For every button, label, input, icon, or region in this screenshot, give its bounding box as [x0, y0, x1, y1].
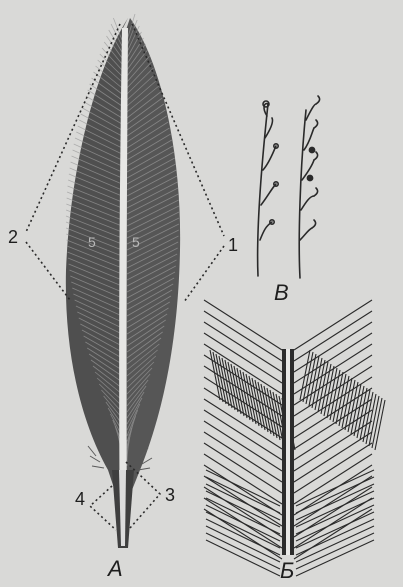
- panel-b-rachis-center: [286, 349, 290, 555]
- panel-b-barbule: [258, 382, 268, 432]
- callout-5-left: 5: [88, 235, 96, 249]
- panel-b-barbule: [206, 540, 280, 576]
- panel-b-barb: [204, 454, 282, 504]
- panel-b-barbule: [255, 380, 265, 430]
- panel-v-barbules: [258, 96, 320, 278]
- panel-b-barbule: [267, 388, 277, 438]
- panel-b-barbule: [206, 526, 280, 562]
- panel-b-barb: [294, 388, 372, 438]
- panel-b-barb: [294, 355, 372, 405]
- panel-label-a: А: [108, 558, 123, 580]
- panel-label-v: В: [274, 282, 289, 304]
- panel-b-barbule: [296, 533, 374, 569]
- panel-b-barb: [294, 410, 372, 460]
- panel-b-barb: [204, 333, 282, 383]
- callout-4: 4: [75, 490, 85, 508]
- panel-b-barbule: [264, 386, 274, 436]
- panel-b-barbule: [270, 390, 280, 440]
- panel-b-barbule: [206, 505, 280, 541]
- dotted-lower-right: [184, 246, 224, 302]
- panel-b-barbule: [296, 470, 374, 506]
- panel-label-b: Б: [280, 560, 294, 582]
- panel-b-barbule: [261, 384, 271, 434]
- panel-b-barbule: [206, 491, 280, 527]
- feather-vane-left: [66, 18, 128, 500]
- panel-b-barbule: [296, 498, 374, 534]
- panel-b-barbule: [206, 519, 280, 555]
- panel-b-barbule: [296, 526, 374, 562]
- panel-b-barb: [294, 443, 372, 493]
- callout-1: 1: [228, 236, 238, 254]
- callout-5-right: 5: [132, 235, 140, 249]
- panel-b-barb: [294, 300, 372, 350]
- panel-b-barb: [294, 322, 372, 372]
- dotted-box-left: [90, 486, 116, 530]
- callout-3: 3: [165, 486, 175, 504]
- panel-b-barb: [204, 300, 282, 350]
- panel-b-barbule: [206, 498, 280, 534]
- barbule-right: [299, 96, 319, 278]
- panel-b-barb: [294, 333, 372, 383]
- panel-b-barb: [294, 311, 372, 361]
- panel-b-barb: [204, 443, 282, 493]
- barbule-left: [258, 101, 279, 276]
- panel-b-barb: [294, 421, 372, 471]
- panel-b-barbule: [249, 376, 259, 426]
- panel-b-barbule: [296, 540, 374, 576]
- dotted-lower-left: [26, 242, 70, 300]
- panel-b-barbule: [252, 378, 262, 428]
- panel-b-barb-detail: [204, 300, 385, 576]
- callout-2: 2: [8, 228, 18, 246]
- panel-b-barbule: [273, 392, 283, 442]
- panel-b-barbule: [296, 519, 374, 555]
- panel-b-barb: [204, 465, 282, 515]
- panel-b-barb: [204, 311, 282, 361]
